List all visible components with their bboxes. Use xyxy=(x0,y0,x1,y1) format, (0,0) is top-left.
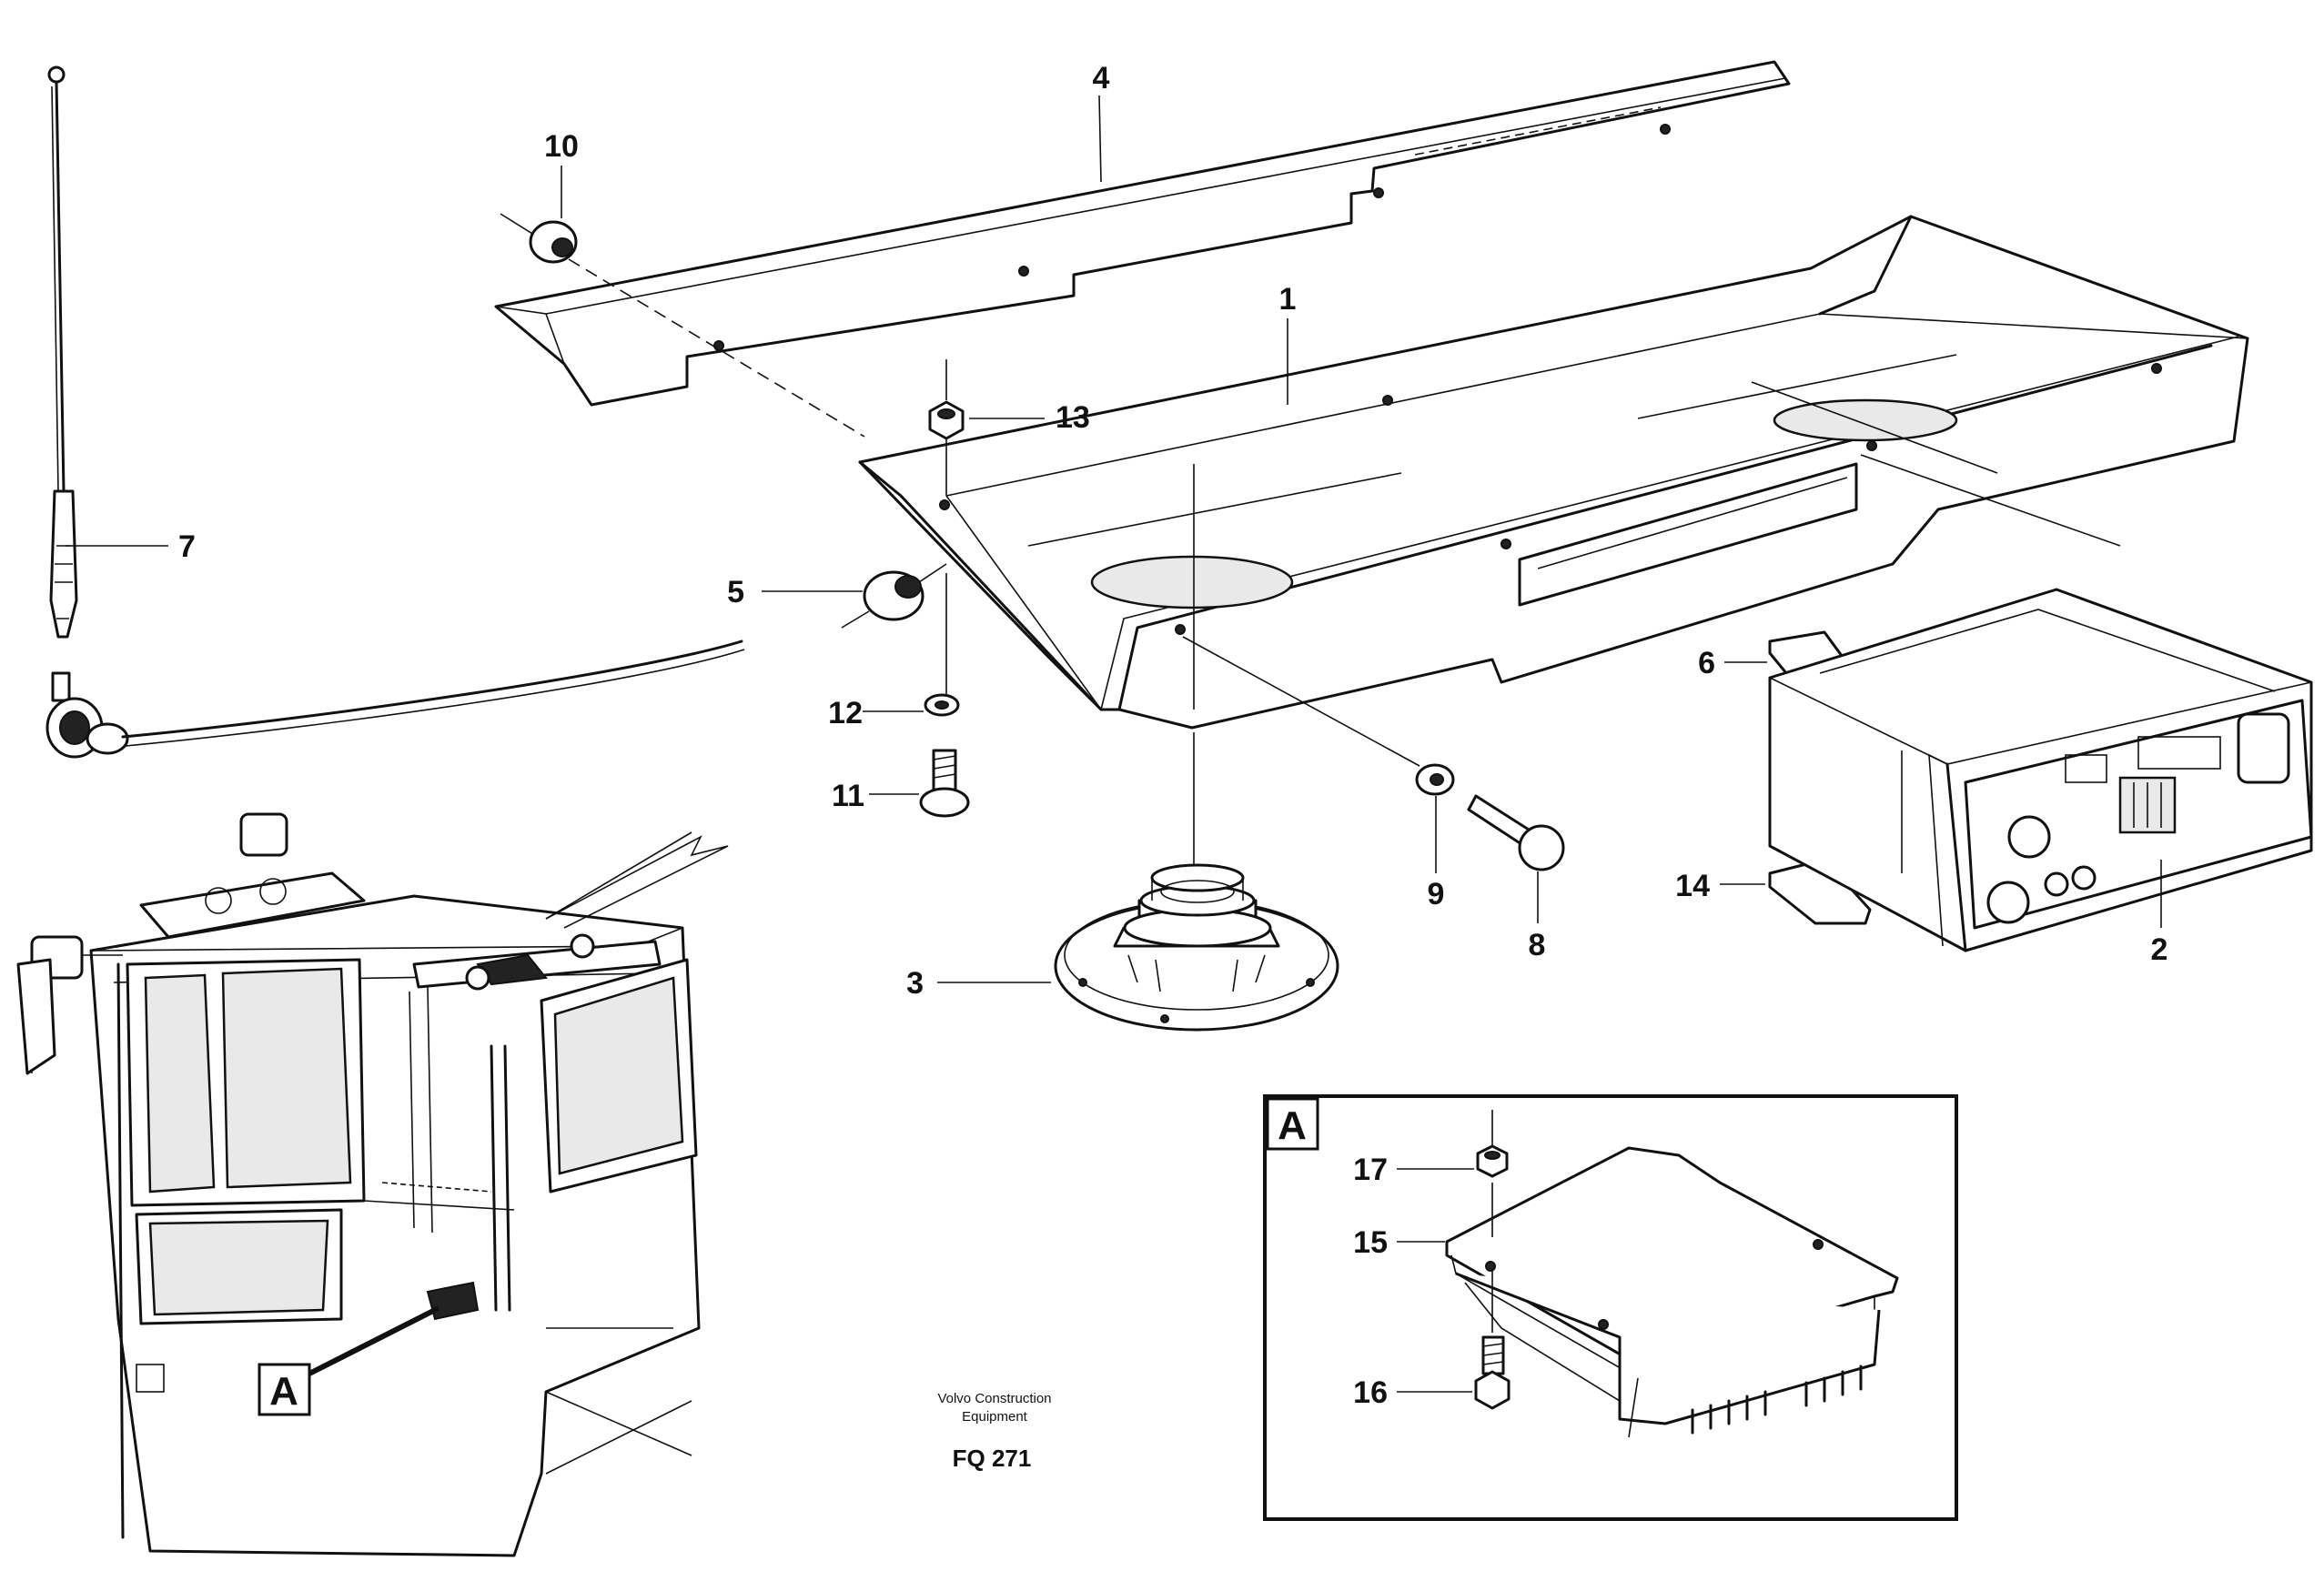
callout-labels: 4 10 1 13 7 5 6 12 11 9 14 2 8 3 17 15 1… xyxy=(66,61,2167,1410)
detail-a-inset: A xyxy=(1263,1094,1958,1521)
heatsink-fins xyxy=(1691,1365,1863,1435)
antenna-part-7 xyxy=(45,65,745,759)
callout-9: 9 xyxy=(1428,877,1445,911)
callout-5: 5 xyxy=(727,575,744,609)
nut-part-17 xyxy=(1397,1110,1509,1237)
washer-part-12 xyxy=(863,573,960,717)
callout-4: 4 xyxy=(1093,61,1110,96)
cab-detail-marker: A xyxy=(258,1305,440,1416)
callout-17: 17 xyxy=(1353,1153,1388,1187)
cab-marker-letter: A xyxy=(269,1369,298,1414)
grommet-part-10 xyxy=(500,213,865,438)
radio-unit-part-2 xyxy=(1768,588,2313,952)
callout-1: 1 xyxy=(1279,282,1297,317)
screw-part-16 xyxy=(1397,1269,1511,1410)
inset-label: A xyxy=(1278,1103,1307,1148)
screw-part-8 xyxy=(1467,794,1565,923)
callout-13: 13 xyxy=(1056,400,1090,435)
callout-2: 2 xyxy=(2151,932,2168,967)
control-module-part-15 xyxy=(1445,1146,1899,1438)
callout-16: 16 xyxy=(1353,1375,1388,1410)
callout-10: 10 xyxy=(544,129,579,164)
grommet-part-5 xyxy=(762,563,947,629)
credit-line-1: Volvo Construction xyxy=(937,1391,1051,1406)
callout-7: 7 xyxy=(178,529,196,564)
callout-3: 3 xyxy=(906,966,924,1001)
cab-overview-illustration xyxy=(16,812,729,1557)
callout-12: 12 xyxy=(828,696,863,730)
nut-part-13 xyxy=(928,359,1045,496)
callout-6: 6 xyxy=(1698,646,1715,680)
washer-part-9 xyxy=(1182,636,1455,873)
callout-14: 14 xyxy=(1675,869,1710,903)
callout-8: 8 xyxy=(1529,928,1546,962)
callout-15: 15 xyxy=(1353,1225,1388,1260)
drawing-credit: Volvo Construction Equipment FQ 271 xyxy=(937,1391,1051,1472)
loudspeaker-part-3 xyxy=(937,464,1339,1032)
callout-11: 11 xyxy=(832,779,864,813)
credit-line-2: Equipment xyxy=(962,1409,1028,1425)
screw-part-11 xyxy=(869,749,970,818)
drawing-code: FQ 271 xyxy=(953,1445,1032,1472)
console-housing-part-1 xyxy=(858,215,2249,730)
trim-strip-part-4 xyxy=(494,60,1791,407)
